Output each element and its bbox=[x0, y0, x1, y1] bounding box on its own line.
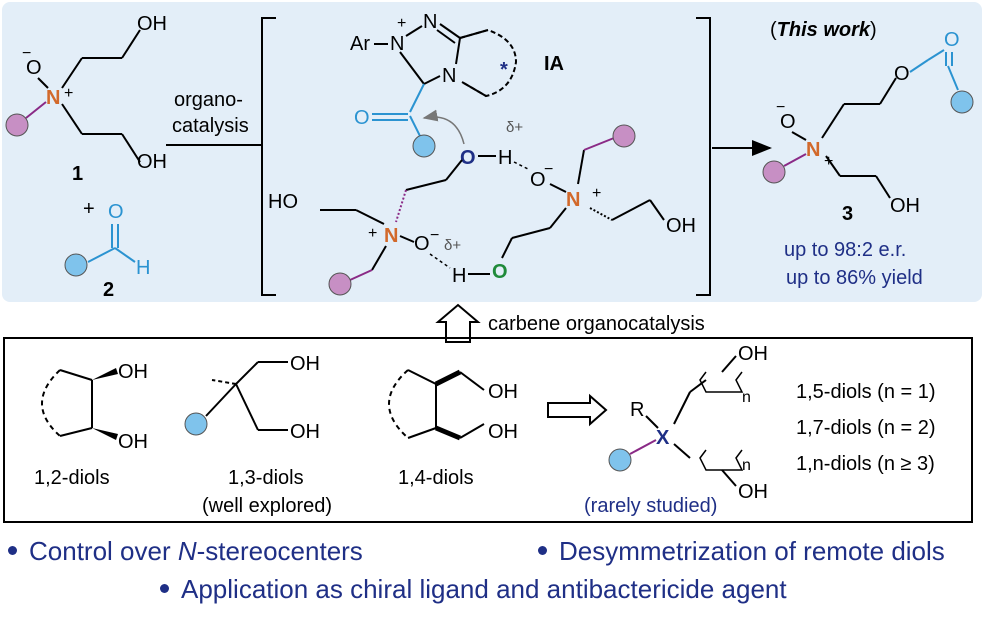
bullet-3-text: Application as chiral ligand and antibac… bbox=[181, 574, 787, 604]
remote-oh-bottom: OH bbox=[738, 481, 768, 503]
intermediate-label: IA bbox=[544, 53, 564, 75]
bullet-dot bbox=[160, 583, 169, 593]
ia-o-minus-lower: O bbox=[414, 233, 430, 255]
ia-n1-plus: + bbox=[397, 15, 406, 32]
ia-n2: N bbox=[423, 11, 437, 33]
bracket-left bbox=[261, 17, 276, 296]
diol12-oh-bottom: OH bbox=[118, 431, 148, 453]
remote-oh-top: OH bbox=[738, 343, 768, 365]
c2-oxygen: O bbox=[108, 201, 124, 223]
ia-o-blue: O bbox=[460, 147, 476, 169]
diol14-oh-top: OH bbox=[488, 381, 518, 403]
diol-list-3: 1,n-diols (n ≥ 3) bbox=[796, 453, 935, 475]
remote-r: R bbox=[630, 399, 644, 421]
middle-arrow-caption: carbene organocatalysis bbox=[488, 313, 705, 335]
remote-n-top: n bbox=[742, 389, 751, 406]
c3-oxygen: O bbox=[780, 111, 796, 133]
compound-3: − O N + O O OH 3 up to 98:2 e.r. up to 8… bbox=[762, 29, 974, 289]
diol-list-1: 1,5-diols (n = 1) bbox=[796, 381, 936, 403]
bullet-1-suffix: -stereocenters bbox=[196, 536, 363, 566]
ia-minus-lower: − bbox=[430, 227, 439, 244]
compound-1-number: 1 bbox=[72, 163, 83, 185]
ia-n-lower: N bbox=[384, 225, 398, 247]
diol12-label: 1,2-diols bbox=[34, 467, 110, 489]
bullet-2: Desymmetrization of remote diols bbox=[538, 536, 945, 567]
ia-delta-lower: δ+ bbox=[444, 237, 461, 254]
diol14-label: 1,4-diols bbox=[398, 467, 474, 489]
diol13-oh-bottom: OH bbox=[290, 421, 320, 443]
remote-note: (rarely studied) bbox=[584, 495, 717, 517]
bottom-panel bbox=[3, 337, 973, 523]
c1-oh-top: OH bbox=[137, 13, 167, 35]
result-er: up to 98:2 e.r. bbox=[784, 239, 906, 261]
remote-x: X bbox=[656, 427, 670, 449]
c3-ester-o: O bbox=[894, 63, 910, 85]
ia-n4: N bbox=[442, 65, 456, 87]
c3-nitrogen: N bbox=[806, 139, 820, 161]
arrow-label-line1: organo- bbox=[174, 89, 243, 111]
arrow-label-line2: catalysis bbox=[172, 115, 249, 137]
diol13-note: (well explored) bbox=[202, 495, 332, 517]
bullet-2-text: Desymmetrization of remote diols bbox=[559, 536, 945, 566]
ia-delta-upper: δ+ bbox=[506, 119, 523, 136]
bracket-right bbox=[696, 17, 711, 296]
ia-minus-upper: − bbox=[544, 161, 553, 178]
plus-sign: + bbox=[83, 198, 95, 220]
bullet-dot bbox=[538, 545, 547, 555]
hollow-right-arrow bbox=[547, 393, 608, 427]
diol14-oh-bottom: OH bbox=[488, 421, 518, 443]
ia-h-lower: H bbox=[452, 265, 466, 287]
ia-n-upper: N bbox=[566, 189, 580, 211]
c1-plus: + bbox=[64, 85, 73, 102]
remote-n-bottom: n bbox=[742, 457, 751, 474]
ia-o-green: O bbox=[492, 261, 508, 283]
c1-nitrogen: N bbox=[46, 87, 60, 109]
c2-hydrogen: H bbox=[136, 257, 150, 279]
c1-oh-bottom: OH bbox=[137, 151, 167, 173]
diol-13: OH OH 1,3-diols (well explored) bbox=[184, 353, 332, 517]
ia-n-lower-plus: + bbox=[368, 225, 377, 242]
ia-n-upper-plus: + bbox=[592, 185, 601, 202]
ia-oh-right: OH bbox=[666, 215, 696, 237]
intermediate-ia: Ar N + N N * IA O O H δ+ O − N + bbox=[268, 11, 696, 296]
compound-3-number: 3 bbox=[842, 203, 853, 225]
ia-asterisk: * bbox=[500, 59, 508, 81]
bullet-dot bbox=[8, 545, 17, 555]
remote-diol: R X OH n OH n (rarely studied) bbox=[584, 343, 768, 517]
compound-2: O H 2 bbox=[64, 201, 150, 301]
ia-h-upper: H bbox=[498, 147, 512, 169]
result-yield: up to 86% yield bbox=[786, 267, 923, 289]
compound-2-number: 2 bbox=[103, 279, 114, 301]
diol13-oh-top: OH bbox=[290, 353, 320, 375]
bullet-1-italic: N bbox=[177, 536, 197, 566]
compound-1: − O N + OH OH 1 bbox=[5, 13, 167, 185]
c1-oxygen: O bbox=[26, 57, 42, 79]
c3-oh: OH bbox=[890, 195, 920, 217]
diol12-oh-top: OH bbox=[118, 361, 148, 383]
top-panel bbox=[2, 2, 982, 302]
bullet-1: Control over N-stereocenters bbox=[8, 536, 363, 567]
diol-14: OH OH 1,4-diols bbox=[388, 369, 518, 489]
c1-o-minus: − bbox=[22, 45, 31, 62]
ia-n1: N bbox=[390, 33, 404, 55]
this-work-label: (This work) bbox=[770, 19, 877, 41]
diol-list-2: 1,7-diols (n = 2) bbox=[796, 417, 936, 439]
ia-aryl: Ar bbox=[350, 33, 370, 55]
diol-12: OH OH 1,2-diols bbox=[34, 361, 148, 489]
diol13-label: 1,3-diols bbox=[228, 467, 304, 489]
c3-o-minus: − bbox=[776, 99, 785, 116]
ia-acyl-oxygen: O bbox=[354, 107, 370, 129]
bullet-1-prefix: Control over bbox=[29, 536, 178, 566]
ia-ho-left: HO bbox=[268, 191, 298, 213]
hollow-up-arrow bbox=[435, 303, 481, 343]
ia-o-minus-upper: O bbox=[530, 169, 546, 191]
c3-carbonyl-o: O bbox=[944, 29, 960, 51]
bullet-3: Application as chiral ligand and antibac… bbox=[160, 574, 787, 605]
